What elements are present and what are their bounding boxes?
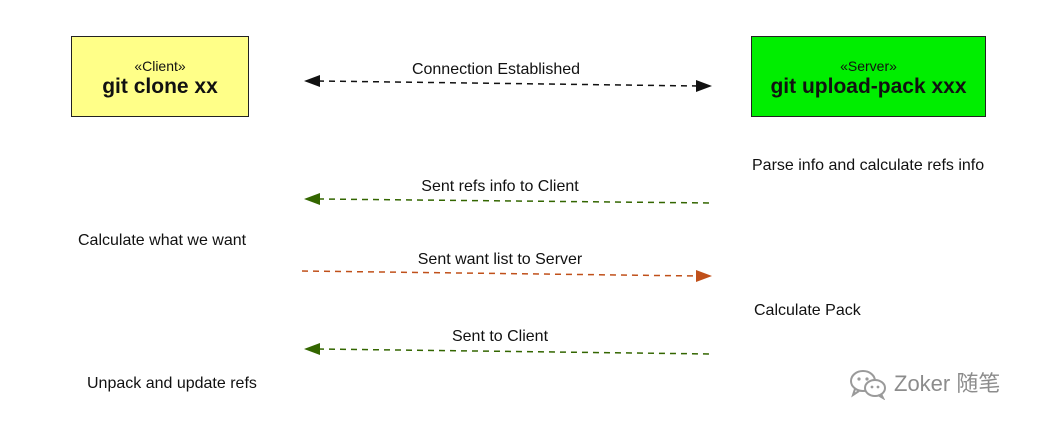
wechat-icon	[850, 370, 886, 400]
watermark-text: Zoker 随笔	[894, 371, 1001, 396]
pack-arrow	[317, 348, 713, 355]
refs-info-label: Sent refs info to Client	[421, 178, 579, 195]
client-calc-note: Calculate what we want	[78, 232, 247, 249]
server-stereotype: «Server»	[840, 58, 897, 74]
want-list-arrow-head	[696, 270, 712, 282]
client-stereotype: «Client»	[134, 58, 186, 74]
client-unpack-note: Unpack and update refs	[87, 375, 257, 392]
server-command: git upload-pack xxx	[770, 75, 967, 98]
server-box: «Server» git upload-pack xxx	[751, 36, 986, 117]
pack-label: Sent to Client	[451, 328, 549, 345]
client-command: git clone xx	[102, 75, 218, 98]
connection-arrow-head-right	[696, 80, 712, 92]
refs-info-arrow-head	[304, 193, 320, 205]
server-pack-note: Calculate Pack	[754, 302, 861, 319]
refs-info-arrow	[317, 198, 713, 204]
client-box: «Client» git clone xx	[71, 36, 249, 117]
connection-label: Connection Established	[411, 61, 581, 78]
connection-arrow-head-left	[304, 75, 320, 87]
watermark: Zoker 随笔	[848, 368, 1000, 400]
connection-arrow	[317, 80, 699, 87]
server-parse-note: Parse info and calculate refs info	[752, 157, 985, 174]
want-list-label: Sent want list to Server	[417, 251, 583, 268]
pack-arrow-head	[304, 343, 320, 355]
want-list-arrow	[301, 270, 699, 277]
